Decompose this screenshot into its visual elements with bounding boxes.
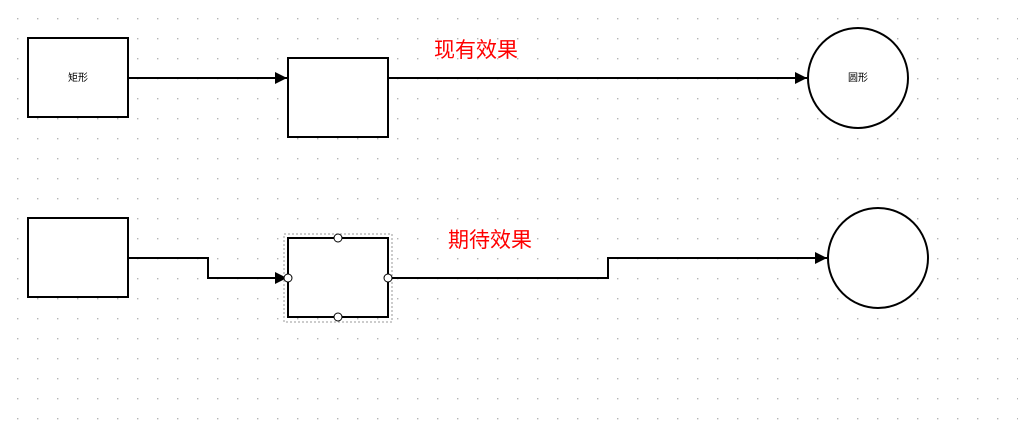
orthogonal-connector-right[interactable] — [392, 252, 827, 279]
connection-point-left[interactable] — [283, 273, 293, 283]
current-effect-diagram: 矩形 圆形 现有效果 — [27, 27, 909, 138]
connection-point-top[interactable] — [333, 233, 343, 243]
rectangle-node-selected[interactable] — [287, 237, 389, 318]
circle-node-label: 圆形 — [848, 72, 868, 84]
expected-effect-diagram: 期待效果 — [27, 207, 929, 323]
circle-node-labeled[interactable] — [807, 27, 909, 129]
expected-effect-caption: 期待效果 — [448, 228, 532, 252]
current-effect-caption: 现有效果 — [434, 38, 518, 62]
rectangle-node-labeled[interactable] — [27, 37, 129, 118]
rectangle-node-middle[interactable] — [287, 57, 389, 138]
rectangle-node-left[interactable] — [27, 217, 129, 298]
orthogonal-connector-left[interactable] — [128, 257, 287, 284]
rectangle-node-label: 矩形 — [68, 71, 88, 84]
connection-point-right[interactable] — [383, 273, 393, 283]
circle-node[interactable] — [827, 207, 929, 309]
connection-point-bottom[interactable] — [333, 312, 343, 322]
